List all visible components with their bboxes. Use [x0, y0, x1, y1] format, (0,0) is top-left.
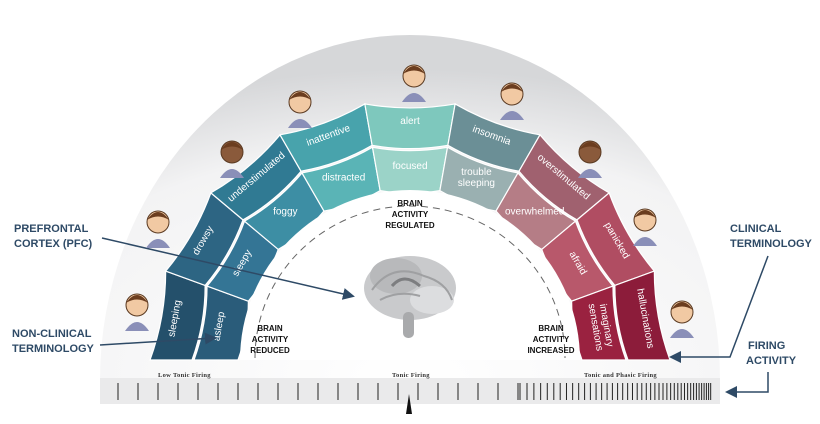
inner-ring-labels: asleepsleepyfoggydistractedfocusedtroubl…: [211, 161, 615, 352]
inner-label-3: foggy: [273, 206, 297, 217]
svg-text:ACTIVITY: ACTIVITY: [533, 335, 570, 344]
inner-label-5: focused: [392, 161, 427, 172]
svg-text:ACTIVITY: ACTIVITY: [746, 355, 797, 367]
firing-activity-label: FIRING ACTIVITY: [746, 340, 797, 367]
character-figure: [633, 208, 657, 246]
svg-text:PREFRONTAL: PREFRONTAL: [14, 223, 89, 235]
character-figure: [288, 90, 312, 128]
character-figure: [220, 140, 244, 178]
outer-label-5: alert: [400, 116, 420, 127]
scale-phasic-label: Tonic and Phasic Firing: [584, 372, 657, 379]
scale-tonic-label: Tonic Firing: [392, 372, 430, 379]
regulated-dashed-arc: [254, 205, 566, 359]
outer-ring: [149, 103, 671, 361]
non-clinical-pointer-arrow: [99, 332, 217, 346]
firing-ticks: [117, 383, 712, 400]
svg-text:FIRING: FIRING: [748, 340, 785, 352]
svg-text:NON-CLINICAL: NON-CLINICAL: [12, 328, 92, 340]
svg-text:REGULATED: REGULATED: [385, 221, 434, 230]
svg-text:BRAIN: BRAIN: [538, 324, 564, 333]
character-figure: [125, 293, 149, 331]
state-increased: BRAIN ACTIVITY INCREASED: [527, 324, 574, 355]
svg-text:CORTEX (PFC): CORTEX (PFC): [14, 238, 93, 250]
pfc-pointer-arrow: [101, 237, 355, 300]
svg-text:REDUCED: REDUCED: [250, 346, 290, 355]
outer-segment-hallucinations: [614, 270, 671, 361]
svg-text:INCREASED: INCREASED: [527, 346, 574, 355]
svg-text:ACTIVITY: ACTIVITY: [252, 335, 289, 344]
clinical-pointer-arrow: [669, 255, 769, 363]
svg-text:BRAIN: BRAIN: [257, 324, 283, 333]
tonic-pointer-icon: [406, 394, 412, 414]
svg-text:TERMINOLOGY: TERMINOLOGY: [730, 238, 813, 250]
firing-pointer-arrow: [725, 372, 769, 398]
inner-label-6-line2: sleeping: [458, 178, 495, 189]
inner-label-4: distracted: [322, 173, 365, 184]
brain-icon: [364, 256, 456, 338]
svg-text:CLINICAL: CLINICAL: [730, 223, 782, 235]
scale-low-label: Low Tonic Firing: [158, 372, 211, 379]
state-regulated: BRAIN ACTIVITY REGULATED: [385, 199, 434, 230]
inner-label-7: overwhelmed: [505, 206, 564, 217]
character-figure: [402, 64, 426, 102]
character-figure: [146, 210, 170, 248]
character-figure: [578, 140, 602, 178]
state-reduced: BRAIN ACTIVITY REDUCED: [250, 324, 290, 355]
firing-scale-bar: [100, 378, 720, 404]
svg-text:BRAIN: BRAIN: [397, 199, 423, 208]
svg-text:ACTIVITY: ACTIVITY: [392, 210, 429, 219]
svg-text:TERMINOLOGY: TERMINOLOGY: [12, 343, 95, 355]
clinical-label: CLINICAL TERMINOLOGY: [730, 223, 813, 250]
non-clinical-label: NON-CLINICAL TERMINOLOGY: [12, 328, 95, 355]
character-figure: [670, 300, 694, 338]
character-illustrations: [125, 64, 694, 338]
pfc-label: PREFRONTAL CORTEX (PFC): [14, 223, 93, 250]
character-figure: [500, 82, 524, 120]
inner-label-6-line1: trouble: [461, 167, 492, 178]
